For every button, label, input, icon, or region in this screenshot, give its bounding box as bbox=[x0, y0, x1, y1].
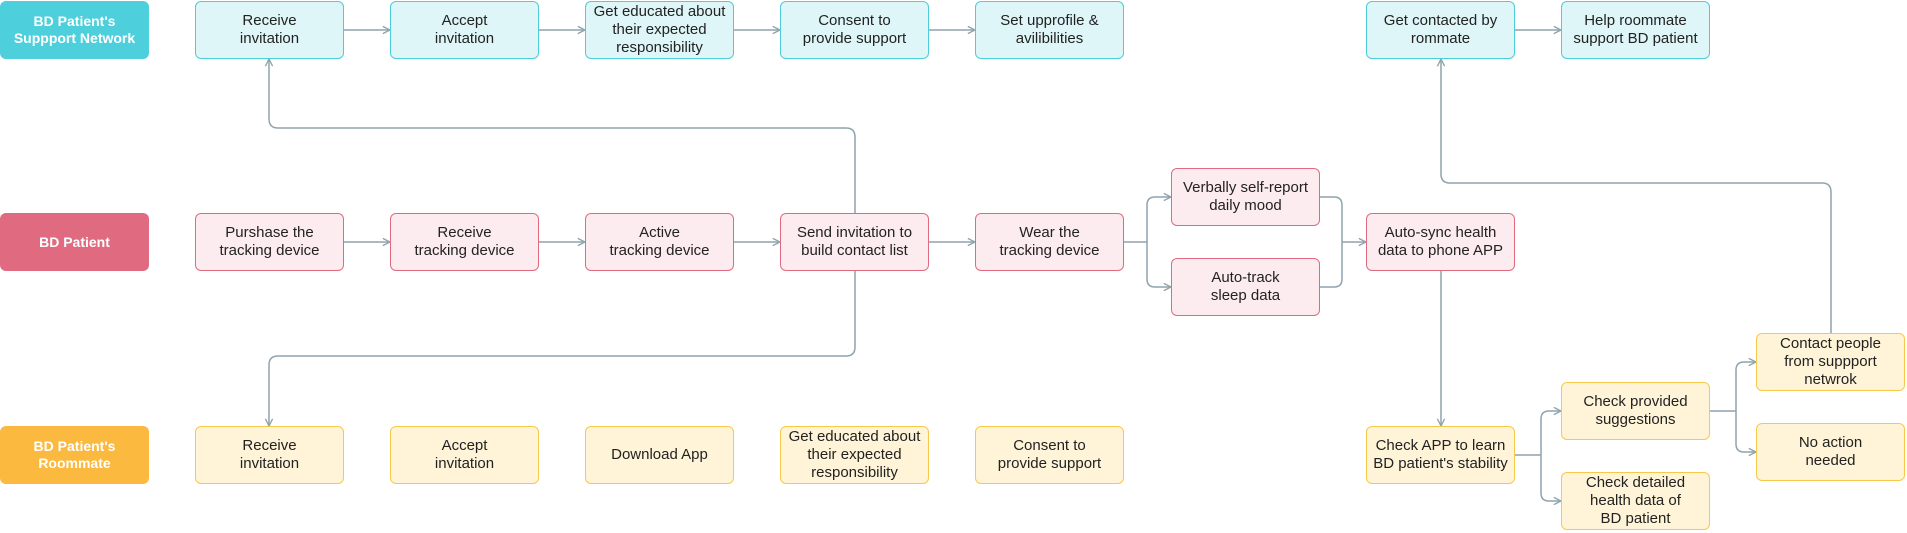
node-send-invitation: Send invitation to build contact list bbox=[780, 213, 929, 271]
lane-support-network: BD Patient's Suppport Network bbox=[0, 1, 149, 59]
conn-branch-contact bbox=[1735, 362, 1756, 411]
conn-sleep-merge bbox=[1320, 242, 1343, 288]
conn-branch-sleep bbox=[1146, 242, 1171, 287]
node-help-roommate: Help roommate support BD patient bbox=[1561, 1, 1710, 59]
node-accept-invitation-support: Accept invitation bbox=[390, 1, 539, 59]
conn-branch-mood bbox=[1146, 197, 1171, 242]
lane-roommate: BD Patient's Roommate bbox=[0, 426, 149, 484]
node-check-health-data: Check detailed health data of BD patient bbox=[1561, 472, 1710, 530]
conn-r9-s6 bbox=[1441, 59, 1832, 333]
node-check-app-stability: Check APP to learn BD patient's stabilit… bbox=[1366, 426, 1515, 484]
node-auto-track-sleep: Auto-track sleep data bbox=[1171, 258, 1320, 316]
node-set-up-profile: Set upprofile & avilibilities bbox=[975, 1, 1124, 59]
conn-branch-suggestions bbox=[1540, 411, 1561, 455]
node-no-action: No action needed bbox=[1756, 423, 1905, 481]
node-activate-device: Active tracking device bbox=[585, 213, 734, 271]
node-receive-invitation-support: Receive invitation bbox=[195, 1, 344, 59]
lane-bd-patient: BD Patient bbox=[0, 213, 149, 271]
conn-branch-healthdata bbox=[1540, 455, 1561, 501]
conn-mood-merge bbox=[1320, 196, 1343, 242]
node-get-educated-roommate: Get educated about their expected respon… bbox=[780, 426, 929, 484]
node-receive-invitation-roommate: Receive invitation bbox=[195, 426, 344, 484]
node-consent-roommate: Consent to provide support bbox=[975, 426, 1124, 484]
node-check-suggestions: Check provided suggestions bbox=[1561, 382, 1710, 440]
node-wear-device: Wear the tracking device bbox=[975, 213, 1124, 271]
conn-p4-support-invite bbox=[269, 59, 856, 213]
node-self-report-mood: Verbally self-report daily mood bbox=[1171, 168, 1320, 226]
node-get-contacted: Get contacted by rommate bbox=[1366, 1, 1515, 59]
node-get-educated-support: Get educated about their expected respon… bbox=[585, 1, 734, 59]
conn-p4-roommate-invite bbox=[269, 271, 856, 426]
node-contact-support-network: Contact people from suppport netwrok bbox=[1756, 333, 1905, 391]
node-receive-device: Receive tracking device bbox=[390, 213, 539, 271]
node-accept-invitation-roommate: Accept invitation bbox=[390, 426, 539, 484]
node-download-app: Download App bbox=[585, 426, 734, 484]
node-consent-support: Consent to provide support bbox=[780, 1, 929, 59]
node-auto-sync-health: Auto-sync health data to phone APP bbox=[1366, 213, 1515, 271]
node-purchase-device: Purshase the tracking device bbox=[195, 213, 344, 271]
conn-branch-noaction bbox=[1735, 411, 1756, 452]
